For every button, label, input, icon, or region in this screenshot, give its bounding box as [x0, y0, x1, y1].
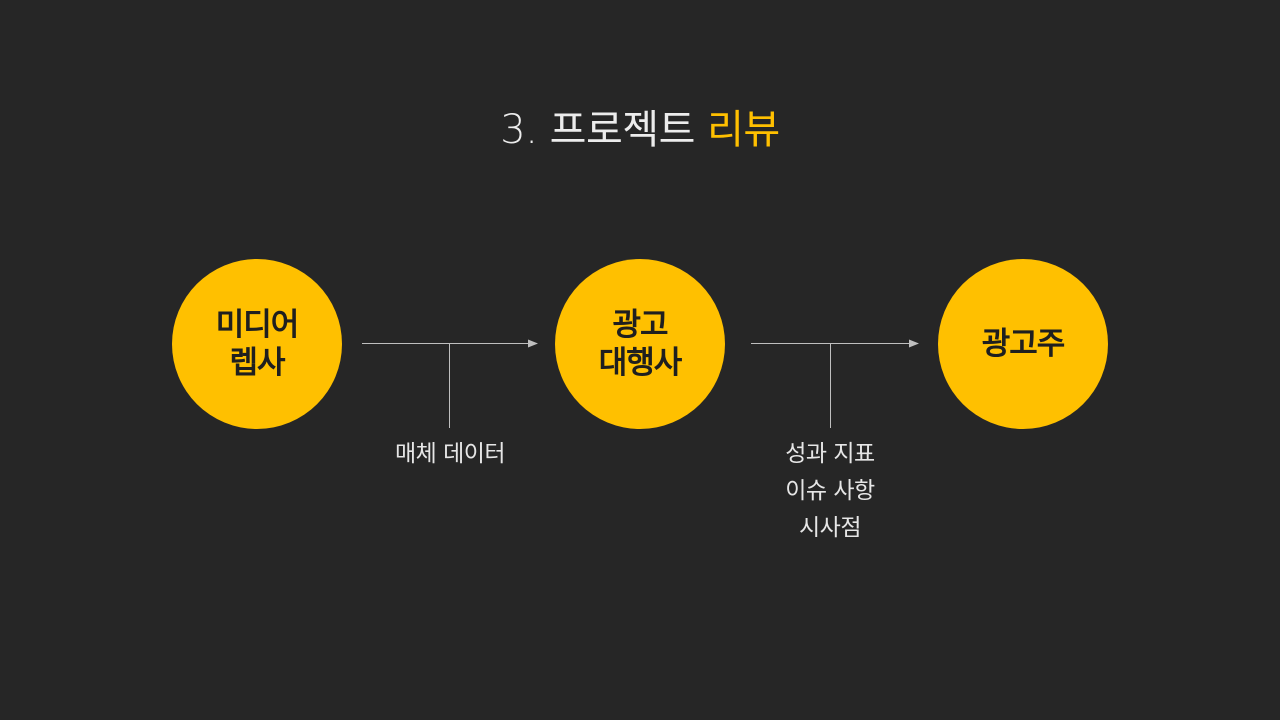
- node-ad-agency-label: 광고 대행사: [598, 306, 683, 382]
- node-ad-agency-line-2: 대행사: [598, 345, 683, 381]
- edge-label-2-line-3: 시사점: [799, 515, 861, 541]
- node-advertiser-label: 광고주: [981, 325, 1066, 363]
- node-media-rep-label: 미디어 렙사: [215, 306, 300, 382]
- slide-title: 3. 프로젝트 리뷰: [0, 100, 1280, 160]
- node-ad-agency-line-1: 광고: [612, 307, 668, 343]
- node-advertiser: 광고주: [938, 259, 1108, 429]
- node-media-rep: 미디어 렙사: [172, 259, 342, 429]
- node-advertiser-line-1: 광고주: [981, 326, 1066, 362]
- title-accent: 리뷰: [707, 107, 780, 153]
- edge-label-2-line-1: 성과 지표: [785, 441, 875, 467]
- title-prefix: 3. 프로젝트: [500, 107, 708, 153]
- edge-label-performance: 성과 지표 이슈 사항 시사점: [730, 436, 930, 547]
- edge-label-media-data: 매체 데이터: [350, 436, 550, 473]
- node-ad-agency: 광고 대행사: [555, 259, 725, 429]
- edge-label-2-line-2: 이슈 사항: [785, 478, 875, 504]
- edge-label-1-line-1: 매체 데이터: [394, 441, 506, 467]
- node-media-rep-line-1: 미디어: [215, 307, 300, 343]
- node-media-rep-line-2: 렙사: [229, 345, 285, 381]
